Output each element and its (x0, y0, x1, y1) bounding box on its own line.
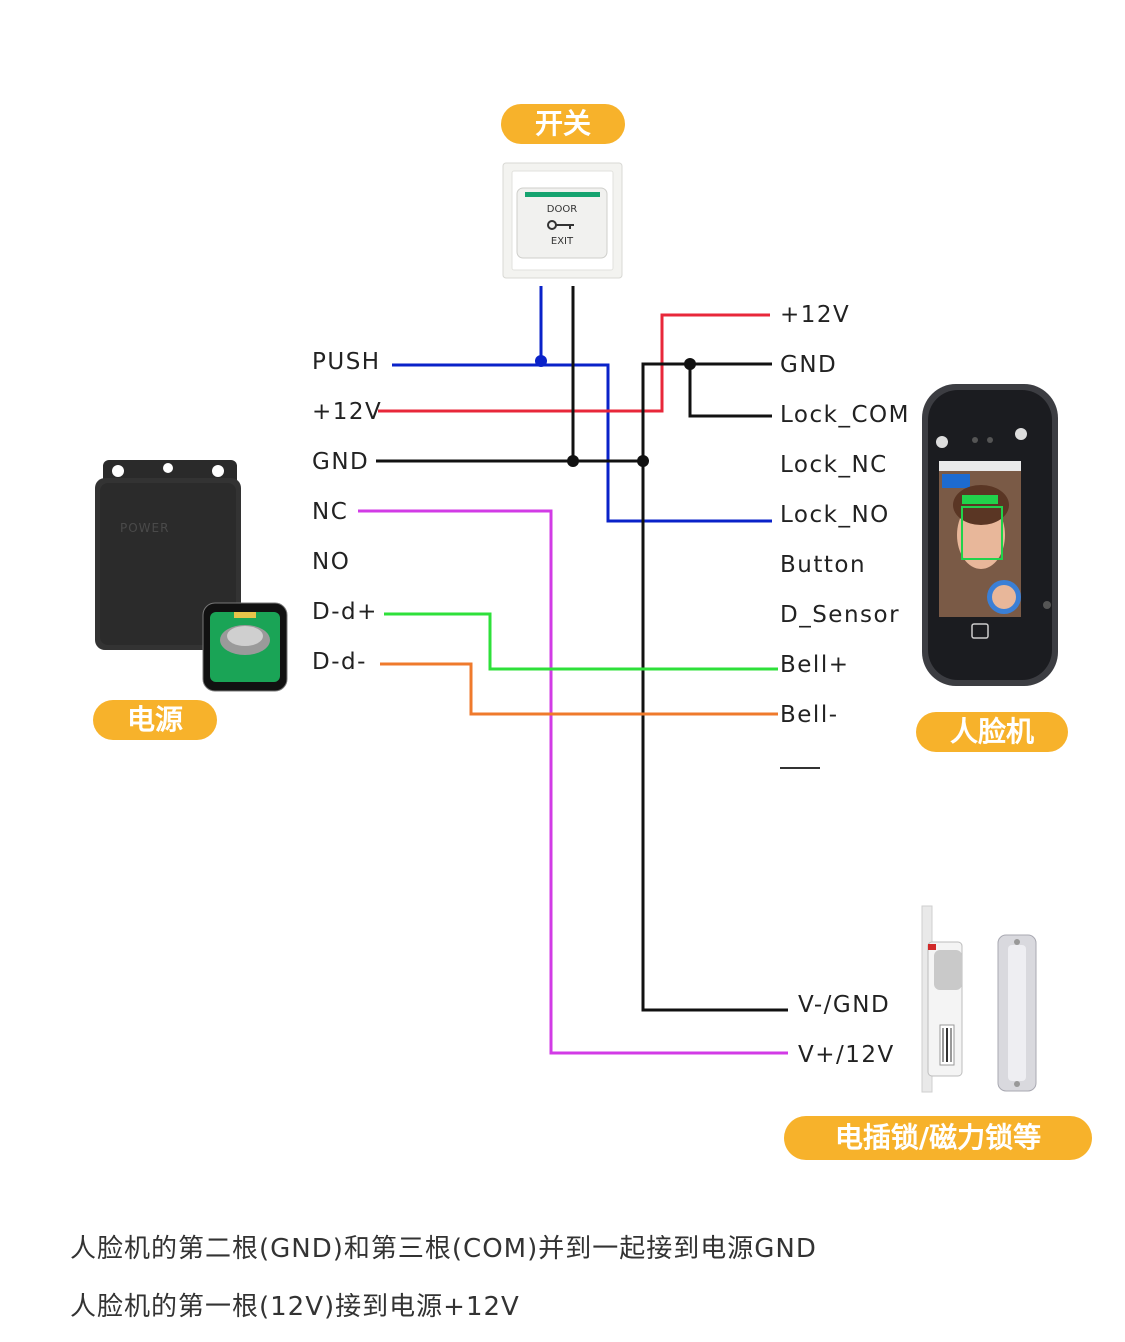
terminal-label-nc: NC (312, 499, 349, 525)
exit-switch-device: DOOR EXIT (502, 162, 623, 279)
face-terminal-device (922, 384, 1058, 686)
switch-badge: 开关 (501, 104, 625, 144)
terminal-label-bell-minus: Bell- (780, 702, 839, 728)
terminal-label-lock-com: Lock_COM (780, 402, 910, 428)
wire-push (392, 363, 772, 523)
wire-lock-com (688, 364, 772, 418)
terminal-label-12v: +12V (312, 399, 383, 425)
power-badge: 电源 (93, 700, 217, 740)
terminal-label-face-12v: +12V (780, 302, 851, 328)
junction-switch-gnd (567, 455, 579, 467)
power-supply-device: POWER (95, 460, 288, 692)
terminal-label-lock-nc: Lock_NC (780, 452, 888, 478)
wire-bell-minus (380, 662, 778, 716)
terminal-label-dd-minus: D-d- (312, 649, 367, 675)
terminal-label-dd-plus: D-d+ (312, 599, 378, 625)
buzzer-inset (202, 602, 288, 692)
power-brand-text: POWER (120, 521, 169, 535)
junction-push (535, 355, 547, 367)
magnetic-lock (997, 934, 1037, 1092)
face-terminal-badge: 人脸机 (916, 712, 1068, 752)
switch-exit-text: EXIT (551, 236, 574, 247)
wire-bell-plus (384, 612, 778, 671)
terminal-label-lock-gnd: V-/GND (798, 992, 891, 1018)
terminal-label-gnd: GND (312, 449, 370, 475)
key-icon (547, 220, 574, 230)
lock-badge: 电插锁/磁力锁等 (784, 1116, 1092, 1160)
terminal-label-push: PUSH (312, 349, 381, 375)
terminal-label-face-gnd: GND (780, 352, 838, 378)
junction-gnd (637, 455, 649, 467)
terminal-label-bell-plus: Bell+ (780, 652, 850, 678)
wire-nc (358, 509, 788, 1055)
electric-bolt-lock (921, 905, 963, 1093)
terminal-label-no: NO (312, 549, 351, 575)
junction-com (684, 358, 696, 370)
note-line-1: 人脸机的第二根(GND)和第三根(COM)并到一起接到电源GND (70, 1234, 817, 1264)
wire-gnd-trunk (641, 362, 788, 1012)
switch-door-text: DOOR (547, 204, 577, 215)
note-line-2: 人脸机的第一根(12V)接到电源+12V (70, 1292, 520, 1322)
terminal-label-lock-no: Lock_NO (780, 502, 890, 528)
terminal-label-button: Button (780, 552, 867, 578)
terminal-label-d-sensor: D_Sensor (780, 602, 901, 628)
terminal-label-lock-12v: V+/12V (798, 1042, 895, 1068)
